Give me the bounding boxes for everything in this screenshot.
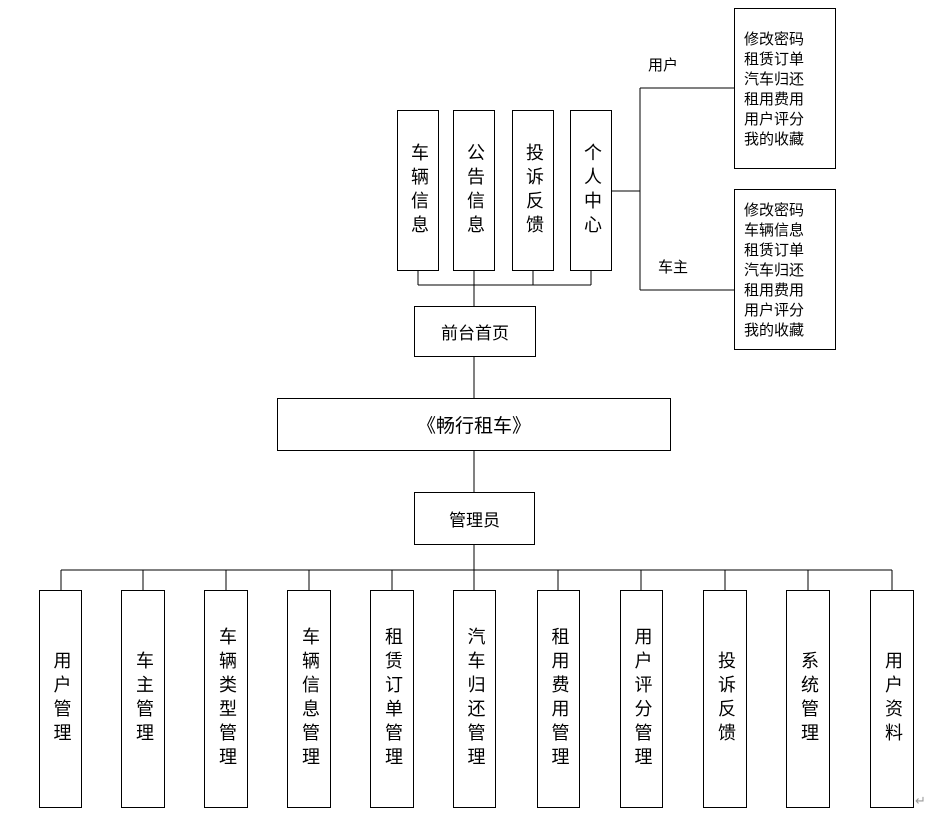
admin-module-user-management: 用户管理: [39, 590, 82, 808]
role-label-user: 用户: [648, 56, 679, 74]
admin-module-car-return-management: 汽车归还管理: [453, 590, 496, 808]
owner-function-list: 修改密码 车辆信息 租赁订单 汽车归还 租用费用 用户评分 我的收藏: [734, 189, 836, 350]
admin-module-owner-management: 车主管理: [121, 590, 165, 808]
list-item: 租用费用: [744, 280, 805, 299]
admin-module-rental-order-management: 租赁订单管理: [370, 590, 414, 808]
admin-node: 管理员: [414, 492, 535, 545]
list-item: 修改密码: [744, 29, 805, 48]
list-item: 租用费用: [744, 89, 805, 108]
list-item: 租赁订单: [744, 49, 805, 68]
list-item: 用户评分: [744, 300, 805, 319]
admin-module-vehicle-type-management: 车辆类型管理: [204, 590, 248, 808]
user-function-list: 修改密码 租赁订单 汽车归还 租用费用 用户评分 我的收藏: [734, 8, 836, 169]
list-item: 汽车归还: [744, 69, 805, 88]
admin-module-complaints: 投诉反馈: [703, 590, 747, 808]
system-title-node: 《畅行租车》: [277, 398, 671, 451]
list-item: 用户评分: [744, 109, 805, 128]
front-module-vehicle-info: 车辆信息: [397, 110, 439, 271]
admin-module-user-profile: 用户资料: [870, 590, 914, 808]
front-module-complaints: 投诉反馈: [512, 110, 554, 271]
front-module-announcements: 公告信息: [453, 110, 495, 271]
list-item: 租赁订单: [744, 240, 805, 259]
list-item: 车辆信息: [744, 220, 805, 239]
role-label-owner: 车主: [658, 258, 689, 276]
admin-module-user-rating-management: 用户评分管理: [620, 590, 663, 808]
list-item: 我的收藏: [744, 320, 805, 339]
admin-module-rental-fee-management: 租用费用管理: [537, 590, 580, 808]
front-home-node: 前台首页: [414, 306, 536, 357]
list-item: 汽车归还: [744, 260, 805, 279]
paragraph-return-mark: ↵: [915, 794, 926, 809]
list-item: 我的收藏: [744, 129, 805, 148]
admin-module-system-management: 系统管理: [786, 590, 830, 808]
admin-module-vehicle-info-management: 车辆信息管理: [287, 590, 331, 808]
list-item: 修改密码: [744, 200, 805, 219]
front-module-personal-center: 个人中心: [570, 110, 612, 271]
